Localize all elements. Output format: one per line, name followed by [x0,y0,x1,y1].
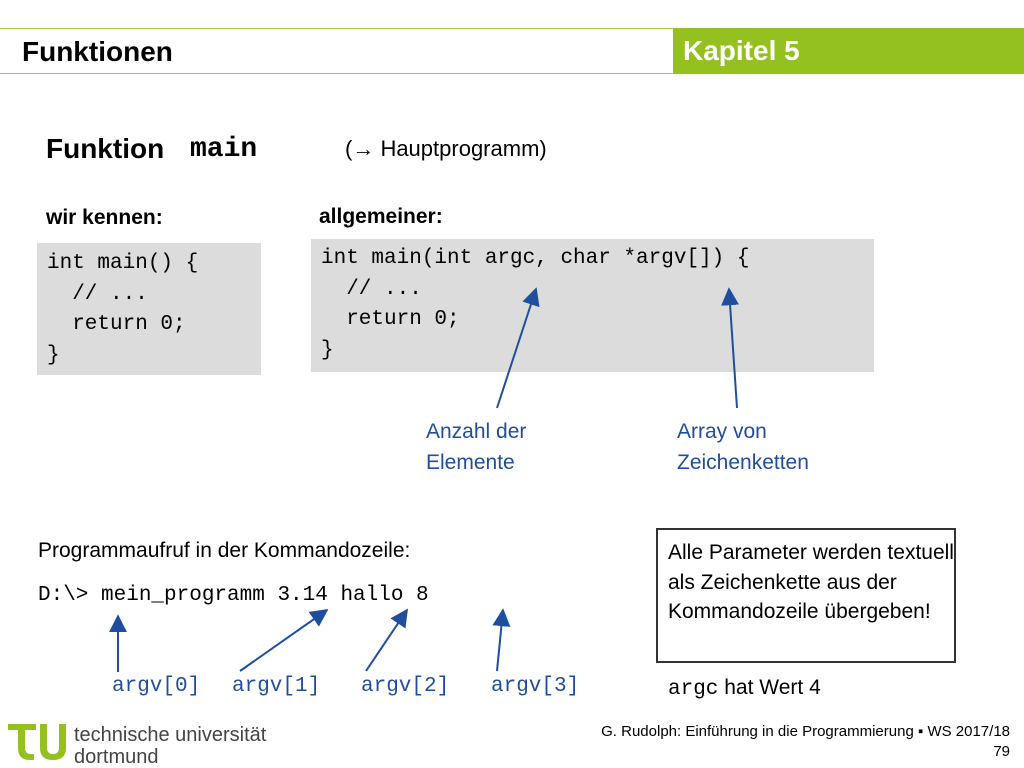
section-subtitle: (→ Hauptprogramm) [345,136,547,161]
section-heading: Funktion [46,133,165,164]
command-line-label: Programmaufruf in der Kommandozeile: [38,539,411,562]
tu-logo-icon [8,724,66,760]
argv3-arrow [492,608,511,672]
argv3-label: argv[3] [491,675,580,698]
argv-annotation: Array von Zeichenketten [677,420,809,474]
chapter-badge: Kapitel 5 [673,28,1024,74]
note-box: Alle Parameter werden textuell als Zeich… [656,528,956,663]
argv1-label: argv[1] [232,675,321,698]
command-line-example: D:\> mein_programm 3.14 hallo 8 [38,584,429,607]
known-label: wir kennen: [46,206,163,229]
argv2-label: argv[2] [361,675,450,698]
section-heading-code: main [190,134,258,165]
university-name-line2: dortmund [74,746,159,768]
header-bar [0,28,1024,74]
slide-title: Funktionen [22,36,173,67]
general-label: allgemeiner: [319,205,443,228]
argv2-arrow [365,608,409,672]
page-number: 79 [993,743,1010,760]
argc-annotation: Anzahl der Elemente [426,420,527,474]
argc-name: argc [668,678,719,701]
argv1-arrow [239,608,329,672]
university-name-line1: technische universität [74,724,267,746]
footer-text: G. Rudolph: Einführung in die Programmie… [601,723,1010,740]
code-block-simple-main: int main() { // ... return 0; } [37,243,261,375]
argc-value-note: argc hat Wert 4 [668,674,821,704]
argv0-label: argv[0] [112,675,201,698]
code-block-general-main: int main(int argc, char *argv[]) { // ..… [311,239,874,372]
argc-text: hat Wert 4 [718,676,821,699]
